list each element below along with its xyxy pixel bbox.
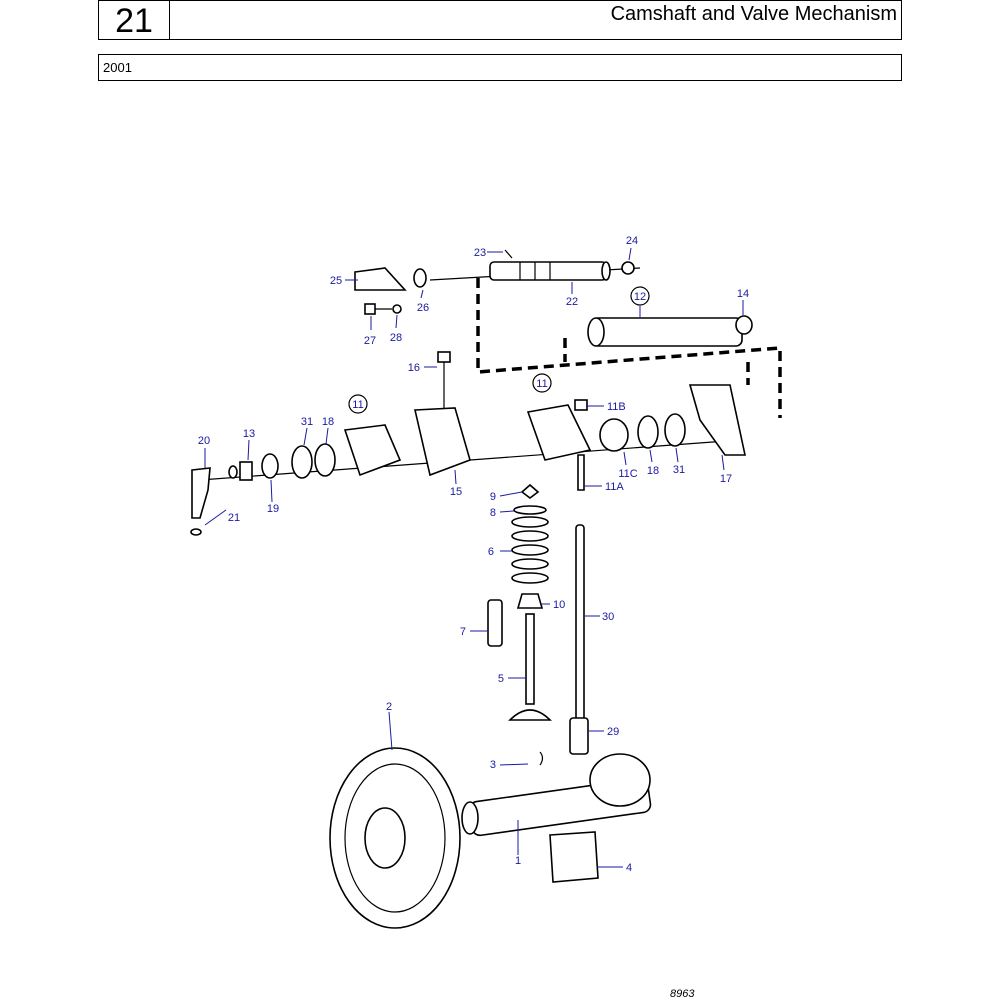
callout-11-left: 11 xyxy=(352,399,363,411)
callout-5: 5 xyxy=(498,673,504,685)
washer-right-part xyxy=(637,415,659,449)
rocker-arm-left-part xyxy=(343,424,402,477)
callout-10: 10 xyxy=(553,599,565,611)
callout-7: 7 xyxy=(460,626,466,638)
end-bracket-part xyxy=(688,384,746,456)
image-code: 8963 xyxy=(670,988,695,1000)
bracket-part xyxy=(354,267,407,291)
callout-labels: 1 2 3 4 5 6 7 8 9 10 11 11 11A 11B 11C 1… xyxy=(198,235,749,874)
callout-6: 6 xyxy=(488,546,494,558)
washer-left-part xyxy=(314,443,336,477)
callout-22: 22 xyxy=(566,296,578,308)
callout-12: 12 xyxy=(634,291,646,303)
callout-19: 19 xyxy=(267,503,279,515)
circlip-left-part xyxy=(261,453,279,479)
callout-11-right: 11 xyxy=(536,378,547,390)
callout-21: 21 xyxy=(228,512,240,524)
spring-washer-left-part xyxy=(291,445,313,479)
callout-2: 2 xyxy=(386,701,392,713)
callout-17: 17 xyxy=(720,473,732,485)
camshaft-part xyxy=(461,753,652,837)
callout-23: 23 xyxy=(474,247,486,259)
adjust-nut-part xyxy=(574,399,588,411)
callout-29: 29 xyxy=(607,726,619,738)
tube-part xyxy=(587,317,743,347)
sleeve-part xyxy=(239,461,253,481)
valve-seal-part xyxy=(516,593,544,609)
plug-part xyxy=(735,315,753,335)
bushing-part xyxy=(599,418,629,452)
seal-washer-part xyxy=(190,528,202,536)
washer-part xyxy=(413,268,427,288)
year-bar: 2001 xyxy=(98,54,902,81)
spring-washer-right-part xyxy=(664,413,686,447)
rocker-arm-right-part xyxy=(526,404,592,461)
valve-keeper-part xyxy=(520,483,540,499)
valve-spring-part xyxy=(511,516,549,584)
callout-27: 27 xyxy=(364,335,376,347)
long-bolt-part xyxy=(437,351,451,410)
callout-circle-11-left xyxy=(348,394,368,414)
callout-18-left: 18 xyxy=(322,416,334,428)
pin-part xyxy=(504,249,513,259)
small-washer-part xyxy=(392,304,402,314)
oil-pipe-part xyxy=(191,467,211,519)
leader-lines xyxy=(204,247,744,868)
header-divider xyxy=(169,1,170,40)
callout-31-right: 31 xyxy=(673,464,685,476)
valve-part xyxy=(508,613,552,721)
rocker-shaft-part xyxy=(489,261,611,281)
dashed-frame xyxy=(476,278,782,418)
callout-4: 4 xyxy=(626,862,632,874)
rocker-bracket-part xyxy=(414,407,471,477)
callout-13: 13 xyxy=(243,428,255,440)
spacer-part xyxy=(228,465,238,479)
callout-circle-11-right xyxy=(532,373,552,393)
callout-31-left: 31 xyxy=(301,416,313,428)
callout-1: 1 xyxy=(515,855,521,867)
callout-11B: 11B xyxy=(607,401,626,413)
camshaft-gear-part xyxy=(329,747,461,929)
bearing-bushing-part xyxy=(549,831,599,883)
section-header: 21 Camshaft and Valve Mechanism xyxy=(98,0,902,40)
callout-25: 25 xyxy=(330,275,342,287)
callout-11A: 11A xyxy=(605,481,624,493)
woodruff-key-part xyxy=(539,751,544,766)
callout-14: 14 xyxy=(737,288,749,300)
callout-16: 16 xyxy=(408,362,420,374)
valve-guide-part xyxy=(487,599,503,647)
pushrod-part xyxy=(575,524,585,721)
adjust-screw-part xyxy=(577,454,585,491)
spring-retainer-part xyxy=(513,505,547,515)
circlip-part xyxy=(621,261,635,275)
year-label: 2001 xyxy=(103,60,132,75)
tappet-part xyxy=(569,717,589,755)
callout-18-right: 18 xyxy=(647,465,659,477)
section-number: 21 xyxy=(115,2,153,40)
callout-28: 28 xyxy=(390,332,402,344)
callout-24: 24 xyxy=(626,235,638,247)
callout-8: 8 xyxy=(490,507,496,519)
callout-11C: 11C xyxy=(618,468,637,480)
bolt-part xyxy=(364,303,376,315)
callout-26: 26 xyxy=(417,302,429,314)
callout-9: 9 xyxy=(490,491,496,503)
callout-20: 20 xyxy=(198,435,210,447)
callout-3: 3 xyxy=(490,759,496,771)
callout-circle-12 xyxy=(630,286,650,306)
callout-15: 15 xyxy=(450,486,462,498)
callout-30: 30 xyxy=(602,611,614,623)
section-title: Camshaft and Valve Mechanism xyxy=(610,3,897,25)
